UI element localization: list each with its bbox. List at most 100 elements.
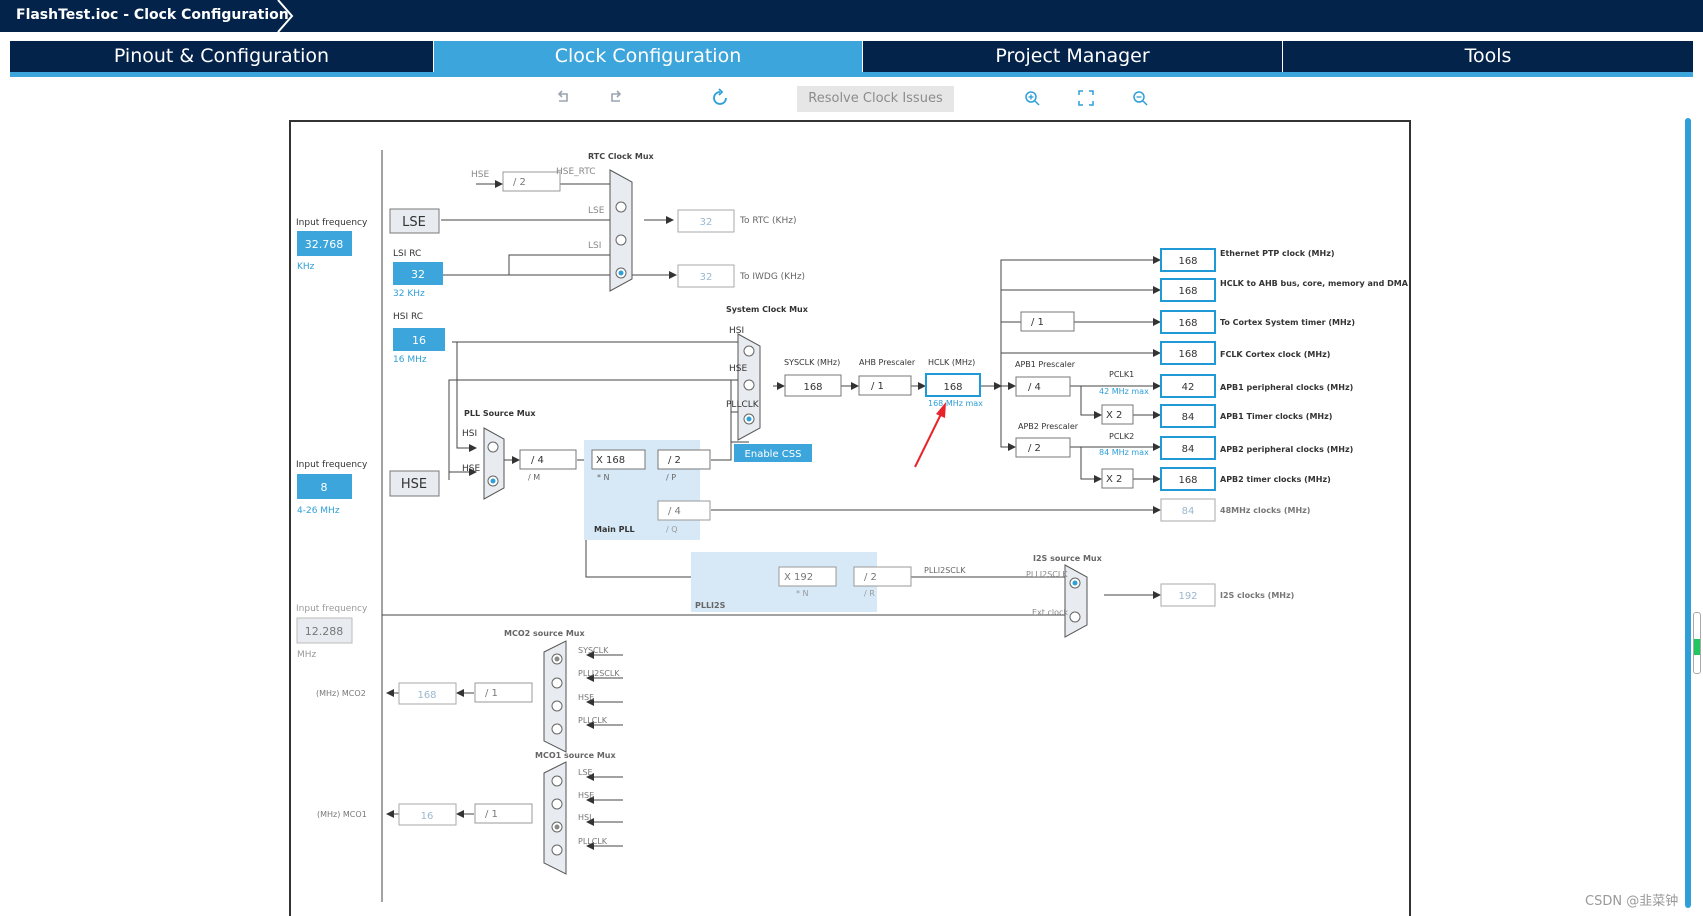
pll-n-multiplier[interactable] [591, 449, 646, 470]
rtc-lsi-label: LSI [588, 241, 601, 251]
watermark: CSDN @韭菜钟 [1585, 894, 1679, 909]
pll-m-divider[interactable] [519, 449, 577, 470]
i2s-source-mux[interactable] [1064, 564, 1088, 638]
resolve-clock-issues-button[interactable]: Resolve Clock Issues [797, 86, 954, 112]
lse-block [389, 208, 440, 234]
i2s-label: I2S clocks (MHz) [1220, 591, 1294, 600]
sys-mux-pllclk-label: PLLCLK [726, 400, 760, 410]
pll-n-value: X 168 [596, 455, 625, 466]
apb2-peripheral-value: 84 [1182, 444, 1195, 455]
pll-source-mux[interactable] [483, 427, 505, 500]
lsi-label: LSI RC [393, 249, 421, 259]
rtc-mux-title: RTC Clock Mux [588, 152, 655, 161]
mco2-value: 168 [417, 690, 436, 701]
48mhz-label: 48MHz clocks (MHz) [1220, 506, 1310, 515]
apb2-timer-multiplier[interactable] [1101, 468, 1134, 489]
apb1-peripheral-value: 42 [1182, 382, 1195, 393]
plli2s-n-label: * N [796, 589, 809, 598]
fclk-label: FCLK Cortex clock (MHz) [1220, 350, 1330, 359]
zoom-out-icon[interactable] [1128, 86, 1152, 110]
sysclk-value: 168 [803, 382, 822, 393]
window-title: FlashTest.ioc - Clock Configuration [16, 7, 289, 23]
ahb-prescaler-select[interactable] [858, 375, 912, 396]
fit-screen-icon[interactable] [1074, 86, 1098, 110]
hse-frequency-input[interactable] [297, 474, 352, 499]
i2s-output [1160, 583, 1216, 607]
cortex-timer-divider[interactable] [1020, 311, 1075, 332]
mco1-divider-select[interactable] [474, 803, 533, 824]
enable-css-button[interactable] [734, 444, 812, 462]
pll-n-label: * N [597, 473, 610, 482]
mco1-value: 16 [421, 811, 434, 822]
pclk1-max: 42 MHz max [1099, 387, 1149, 396]
zoom-in-icon[interactable] [1020, 86, 1044, 110]
fclk-output [1160, 341, 1216, 365]
cortex-timer-divider-value: / 1 [1031, 317, 1044, 328]
vertical-scrollbar[interactable] [1685, 118, 1691, 908]
apb2-prescaler-select[interactable] [1015, 437, 1071, 458]
mco1-divider-value: / 1 [485, 809, 498, 820]
window-titlebar: FlashTest.ioc - Clock Configuration [0, 0, 1703, 32]
ext-frequency-input[interactable] [296, 617, 353, 644]
pll-m-label: / M [528, 473, 540, 482]
rtc-output-label: To RTC (KHz) [739, 216, 796, 226]
rtc-output-value: 32 [700, 217, 713, 228]
tab-clock-configuration[interactable]: Clock Configuration [434, 41, 862, 72]
apb1-peripheral-output [1160, 374, 1216, 398]
ext-input-label: Input frequency [296, 604, 368, 614]
rtc-hse-divider-value: / 2 [513, 177, 526, 188]
pll-source-mux-title: PLL Source Mux [464, 409, 536, 418]
mco1-output [398, 803, 457, 826]
ahb-prescaler-value: / 1 [871, 381, 884, 392]
apb2-prescaler-value: / 2 [1028, 443, 1041, 454]
hsi-unit: 16 MHz [393, 355, 427, 365]
lse-frequency-input[interactable] [297, 231, 352, 256]
pll-p-divider[interactable] [657, 449, 711, 470]
lsi-unit: 32 KHz [393, 289, 425, 299]
rtc-clock-mux[interactable] [609, 169, 633, 292]
apb1-timer-value: 84 [1182, 412, 1195, 423]
mco2-divider-select[interactable] [474, 682, 533, 703]
mco2-in-hse: HSE [578, 693, 594, 702]
ethernet-ptp-output [1160, 248, 1216, 272]
plli2s-out-label: PLLI2SCLK [924, 566, 966, 575]
pll-q-divider[interactable] [657, 500, 711, 521]
tab-project-manager[interactable]: Project Manager [863, 41, 1282, 72]
apb2-timer-label: APB2 timer clocks (MHz) [1220, 475, 1331, 484]
plli2s-n-value: X 192 [784, 572, 813, 583]
apb2-timer-value: 168 [1178, 475, 1197, 486]
tab-tools[interactable]: Tools [1283, 41, 1693, 72]
48mhz-value: 84 [1182, 506, 1195, 517]
i2s-mux-title: I2S source Mux [1033, 554, 1103, 563]
hclk-input[interactable] [925, 373, 981, 397]
breadcrumb-chevron-icon [277, 0, 294, 32]
mco2-source-mux[interactable] [543, 640, 567, 753]
mco2-output [398, 682, 457, 705]
red-annotation-arrow [914, 411, 943, 468]
pll-q-value: / 4 [668, 506, 681, 517]
pll-p-value: / 2 [668, 455, 681, 466]
pll-m-value: / 4 [531, 455, 544, 466]
48mhz-output [1160, 498, 1216, 522]
hsi-label: HSI RC [393, 312, 423, 322]
apb2-timer-output [1160, 467, 1216, 491]
apb1-timer-multiplier[interactable] [1101, 404, 1134, 425]
apb2-peripheral-label: APB2 peripheral clocks (MHz) [1220, 445, 1353, 454]
scrollbar-thumb[interactable] [1693, 612, 1701, 674]
undo-icon[interactable] [551, 86, 575, 110]
apb1-prescaler-select[interactable] [1015, 376, 1071, 397]
mco1-in-lse: LSE [578, 768, 593, 777]
apb1-timer-multiplier-value: X 2 [1106, 410, 1122, 421]
hclk-ahb-output [1160, 278, 1216, 302]
redo-icon[interactable] [604, 86, 628, 110]
tab-pinout-configuration[interactable]: Pinout & Configuration [10, 41, 433, 72]
hclk-max: 168 MHz max [928, 399, 983, 408]
pll-q-label: / Q [666, 525, 678, 534]
lse-block-label: LSE [402, 215, 426, 230]
plli2s-n-multiplier[interactable] [778, 566, 837, 587]
plli2s-r-divider[interactable] [853, 566, 912, 587]
apb1-peripheral-label: APB1 peripheral clocks (MHz) [1220, 383, 1353, 392]
cortex-timer-output [1160, 310, 1216, 334]
refresh-icon[interactable] [708, 86, 732, 110]
rtc-hse-divider-select[interactable] [502, 171, 561, 192]
